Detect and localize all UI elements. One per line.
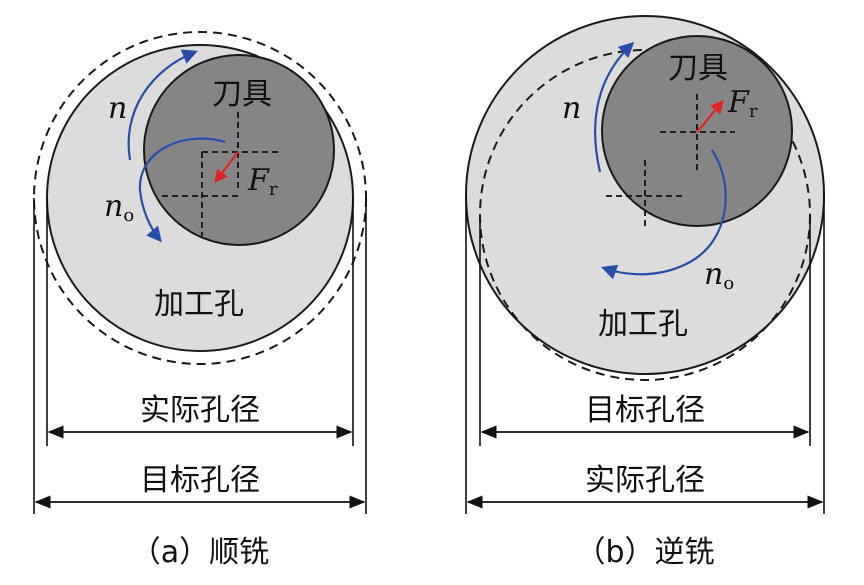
caption-b: （b）逆铣: [575, 535, 714, 570]
rotation-arrow-n-a: [127, 49, 198, 161]
center-crosshair-b: [606, 94, 735, 230]
force-symbol-b: Fr: [727, 85, 758, 122]
upper-dimension-label-b: 目标孔径: [585, 393, 705, 428]
rotation-arrow-n-b: [594, 41, 635, 173]
no-symbol-b: no: [704, 257, 734, 294]
hole-label-a: 加工孔: [154, 287, 244, 322]
extension-lines-a: [33, 198, 367, 514]
lower-dimension-label-a: 目标孔径: [140, 463, 260, 498]
n-symbol-b: n: [562, 91, 581, 126]
hole-label-b: 加工孔: [598, 307, 688, 342]
rotation-arrow-no-a: [138, 137, 226, 243]
lower-dimension-label-b: 实际孔径: [585, 463, 705, 498]
n-symbol-a: n: [108, 91, 127, 126]
upper-dimension-label-a: 实际孔径: [140, 393, 260, 428]
force-arrow-b: [696, 99, 724, 133]
caption-a: （a）顺铣: [131, 535, 269, 570]
tool-circle-a: [143, 54, 335, 246]
tool-label-b: 刀具: [668, 51, 728, 86]
rotation-arrow-no-b: [601, 149, 727, 280]
panel-b: 刀具 加工孔 n no Fr 目标孔径 实际孔径 （b）逆铣: [465, 15, 825, 570]
force-symbol-a: Fr: [247, 163, 278, 200]
tool-label-a: 刀具: [212, 77, 272, 112]
no-symbol-a: no: [104, 189, 134, 226]
force-arrow-a: [214, 151, 239, 184]
panel-a: 刀具 加工孔 n no Fr 实际孔径 目标孔径 （a）顺铣: [33, 31, 367, 570]
extension-lines-b: [465, 195, 825, 514]
